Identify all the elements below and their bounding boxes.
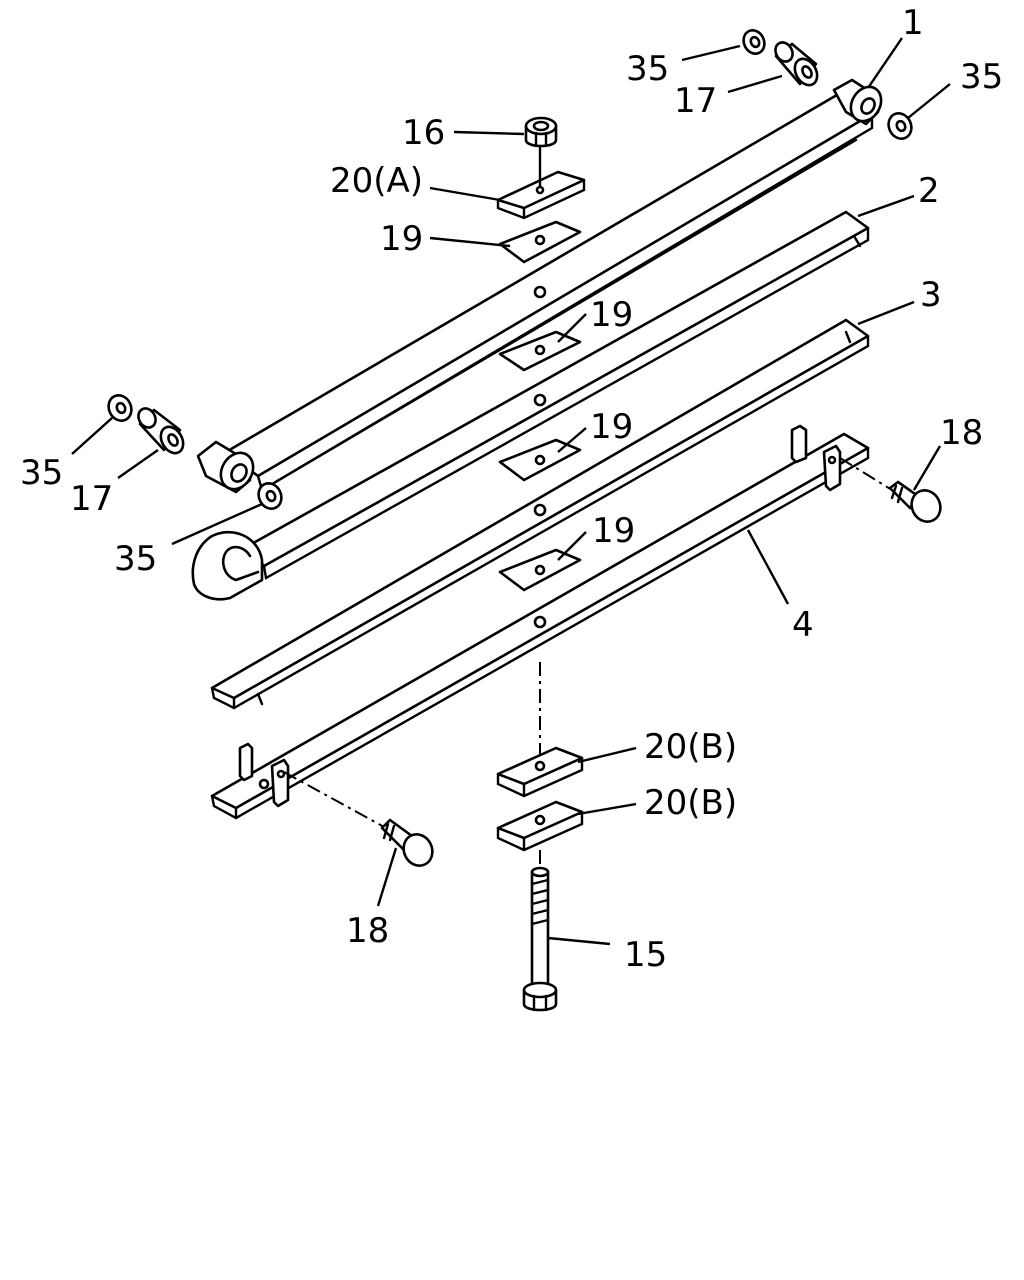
plate-20a: [496, 146, 586, 220]
callout-17-left: 17: [70, 479, 113, 519]
callout-3: 3: [920, 275, 942, 315]
callout-19-top: 19: [380, 219, 423, 259]
callout-20b-lower: 20(B): [644, 783, 737, 823]
bushing-17-top: [774, 41, 819, 87]
bolt-15: [522, 866, 558, 1012]
plate-20b-lower: [496, 800, 584, 852]
callout-16: 16: [402, 113, 445, 153]
callout-35-eye: 35: [114, 539, 157, 579]
callout-35-top-right: 35: [960, 57, 1003, 97]
plate-20b-upper: [496, 746, 584, 798]
bolt-18-left: [380, 818, 434, 867]
callout-19-leaf2: 19: [590, 295, 633, 335]
bolt-18-right: [888, 480, 942, 523]
leaf-3: [210, 318, 870, 710]
callout-2: 2: [918, 171, 940, 211]
pad-19-leaf3: [498, 438, 582, 482]
callout-19-leaf4: 19: [592, 511, 635, 551]
leader-lines: [71, 37, 951, 946]
bushing-17-left: [137, 407, 185, 455]
callout-18-right: 18: [940, 413, 983, 453]
washer-35-eye: [257, 482, 283, 510]
main-leaf-1: [196, 78, 883, 494]
callout-18-left: 18: [346, 911, 389, 951]
nut-16: [524, 116, 558, 148]
callout-35-top-left: 35: [626, 49, 669, 89]
pad-19-top: [498, 220, 582, 264]
washer-35-top-right: [887, 112, 913, 140]
washer-35-top-left: [742, 29, 766, 55]
leaf-4: [210, 424, 870, 820]
callout-1: 1: [902, 3, 924, 43]
callout-19-leaf3: 19: [590, 407, 633, 447]
bolt-18-left-axis: [283, 771, 387, 829]
callout-20a: 20(A): [330, 161, 423, 201]
callout-35-left: 35: [20, 453, 63, 493]
bolt-18-right-axis: [839, 457, 893, 491]
pad-19-leaf2: [498, 330, 582, 372]
callout-20b-upper: 20(B): [644, 727, 737, 767]
washer-35-left: [107, 394, 133, 422]
callout-17-top: 17: [674, 81, 717, 121]
leaf-2: [191, 210, 870, 601]
callout-4: 4: [792, 605, 814, 645]
callout-15: 15: [624, 935, 667, 975]
pad-19-leaf4: [498, 548, 582, 592]
